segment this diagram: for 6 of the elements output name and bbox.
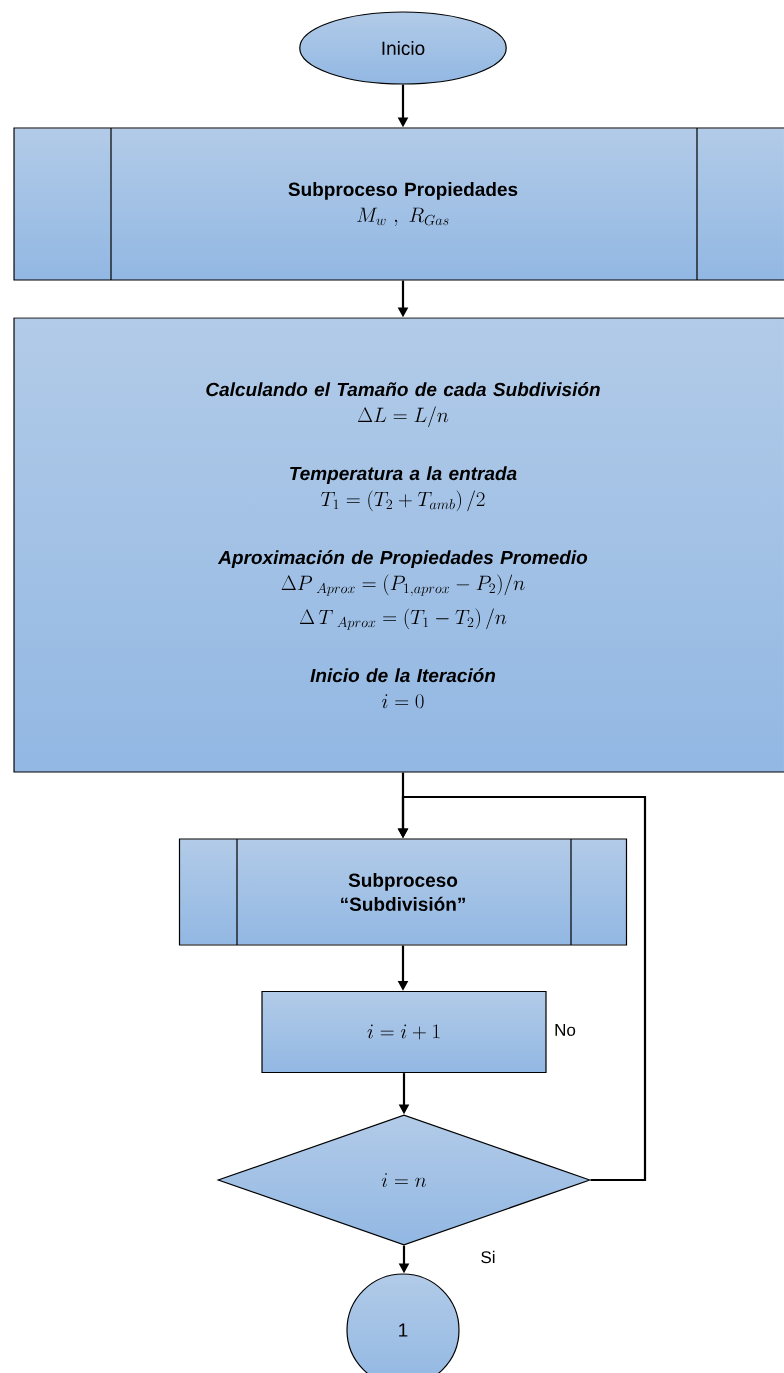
process-box: $i = i + 1$ <box>261 990 547 1074</box>
subprocess-box: Subproceso “Subdivisión” <box>178 838 628 946</box>
process-box: Calculando el Tamaño de cada Subdivisión $\Delta L = L/n$ Temperatura a la entrada $T_1 = \left(T_2 + T_{amb}\right)/2$ Aproximación de Propiedades Promedio $\Delta P_{\ Aprox} = \big(P_{1,aprox} - P_2\big)/n$ $\Delta\,T_{\ Aprox} = \left(T_1 - T_2\right)/n$ Inicio de la Iteración $i = 0$ <box>13 317 784 773</box>
edge-label: No <box>553 1023 577 1037</box>
edge-label: Si <box>479 1249 497 1265</box>
subprocess-box: Subproceso Propiedades $M_w\ ,\ R_{Gas}$ <box>13 127 784 281</box>
